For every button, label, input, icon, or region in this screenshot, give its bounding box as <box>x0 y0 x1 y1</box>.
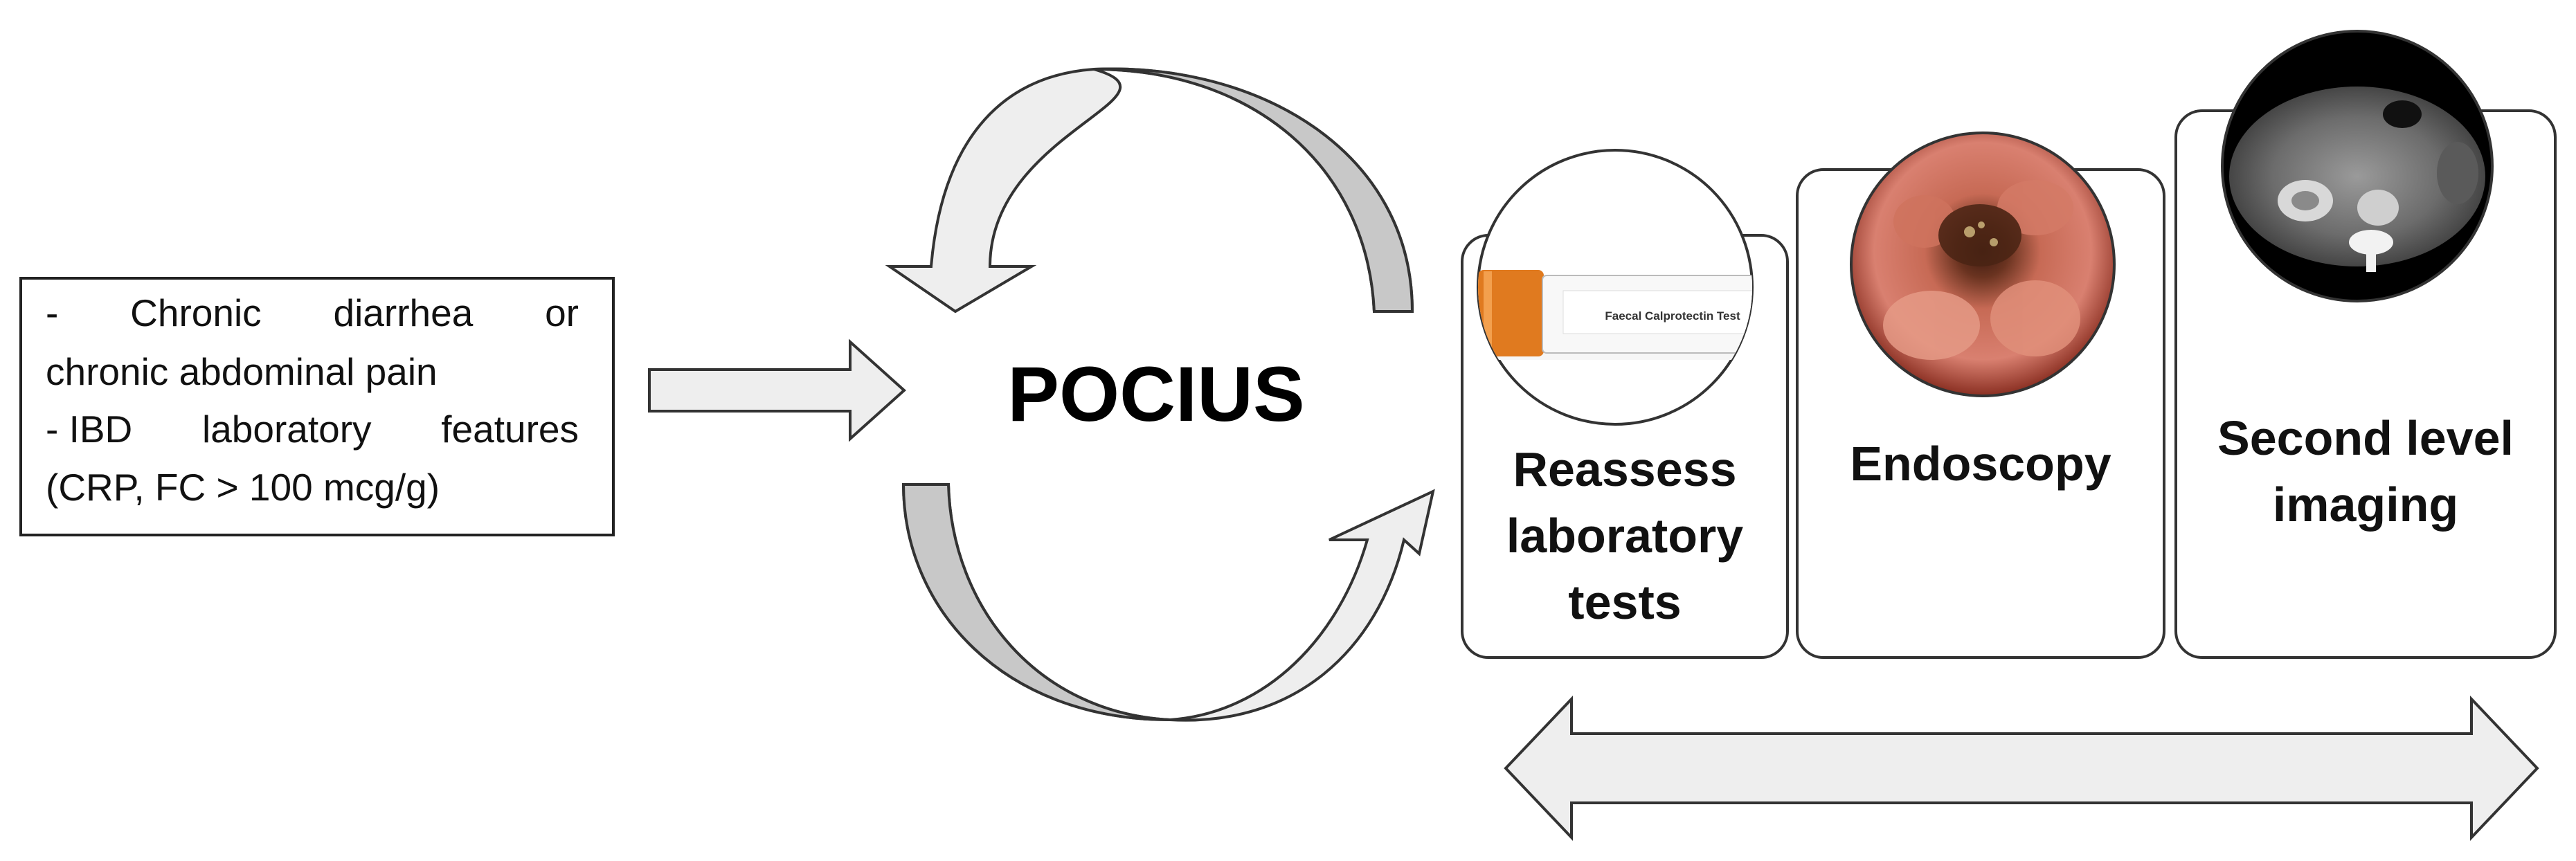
pocius-label: POCIUS <box>1007 351 1305 437</box>
input-line-2: chronic abdominal pain <box>46 350 438 393</box>
input-line-1-dash: - <box>46 291 59 334</box>
card-2-title: Endoscopy <box>1797 430 2164 497</box>
card-1-title: Reassess laboratory tests <box>1462 436 1787 635</box>
input-line-3: - IBD laboratory features <box>46 407 579 451</box>
input-line-1-word-or: or <box>545 291 579 334</box>
input-line-4: (CRP, FC > 100 mcg/g) <box>46 466 440 509</box>
input-line-3-ibd: - IBD <box>46 408 133 451</box>
input-arrow <box>648 338 906 442</box>
input-line-1-word-chronic: Chronic <box>130 291 262 334</box>
faecal-calprotectin-test-image <box>1477 149 1754 426</box>
card-3-title: Second level imaging <box>2176 405 2555 538</box>
card-1-title-line-3: tests <box>1568 575 1682 629</box>
card-2-title-line-1: Endoscopy <box>1850 437 2111 491</box>
ct-scan-image <box>2221 30 2494 302</box>
input-line-3-laboratory: laboratory <box>201 408 372 451</box>
card-1-title-line-2: laboratory <box>1506 509 1744 563</box>
card-3-title-line-1: Second level <box>2217 411 2514 465</box>
card-1-title-line-1: Reassess <box>1513 442 1737 496</box>
input-line-1-word-diarrhea: diarrhea <box>333 291 474 334</box>
cycle-arrow-top-shade <box>1093 67 1414 313</box>
cycle-arrow-bottom <box>901 483 1435 722</box>
input-line-1: - Chronic diarrhea or <box>46 291 579 335</box>
cycle-arrow-top <box>885 67 1414 314</box>
cycle-arrow-bottom-shade <box>901 483 1171 721</box>
input-line-3-features: features <box>441 408 579 451</box>
input-criteria-box <box>19 277 615 536</box>
double-headed-arrow <box>1504 695 2539 842</box>
tube-label: Faecal Calprotectin Test <box>1605 309 1740 323</box>
endoscopy-image <box>1850 132 2116 397</box>
card-3-title-line-2: imaging <box>2272 478 2459 532</box>
